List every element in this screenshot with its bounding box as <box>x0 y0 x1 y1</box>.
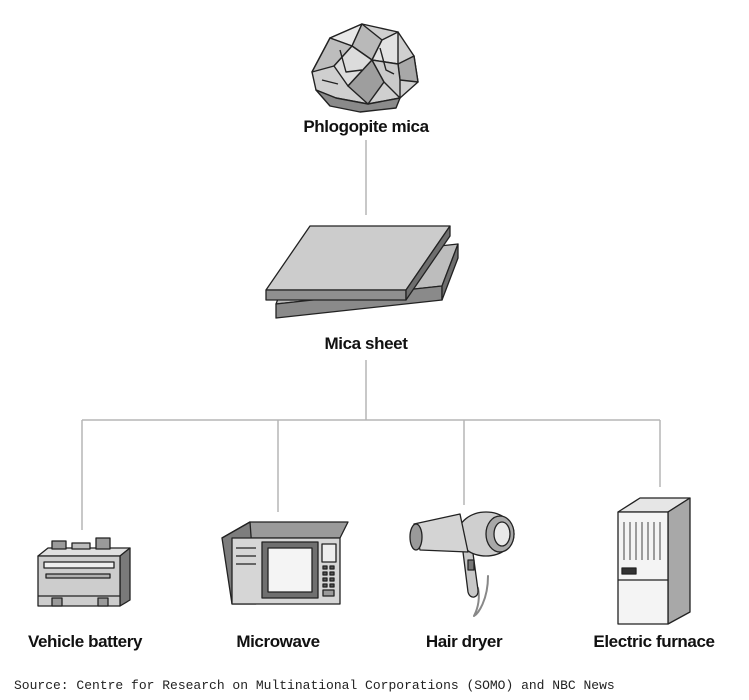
hair-dryer-icon <box>409 511 515 617</box>
node-label-microwave: Microwave <box>236 632 320 651</box>
source-note: Source: Centre for Research on Multinati… <box>14 678 615 693</box>
microwave-icon <box>221 521 349 605</box>
mica-rock-icon <box>311 23 419 113</box>
car-battery-icon <box>37 537 131 607</box>
connector-lines <box>81 140 661 530</box>
node-label-hair-dryer: Hair dryer <box>425 632 503 651</box>
electric-furnace-icon <box>617 497 691 625</box>
mica-sheet-icon <box>265 225 459 319</box>
node-label-mica-sheet: Mica sheet <box>324 334 408 353</box>
node-label-vehicle-battery: Vehicle battery <box>27 632 143 651</box>
node-label-phlogopite-mica: Phlogopite mica <box>303 117 429 136</box>
node-label-electric-furnace: Electric furnace <box>593 632 715 651</box>
